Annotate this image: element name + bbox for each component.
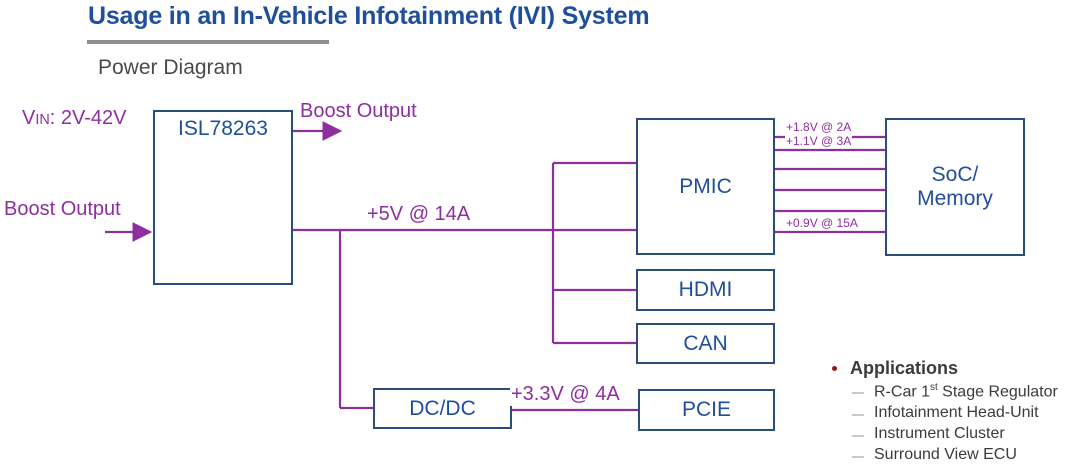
block-can[interactable]: CAN bbox=[636, 323, 775, 364]
label-boost-output-output: Boost Output bbox=[300, 100, 417, 122]
label-vin: VIN: 2V-42V bbox=[22, 107, 127, 129]
application-item-0-post: Stage Regulator bbox=[937, 383, 1058, 401]
label-rail-5v: +5V @ 14A bbox=[366, 203, 472, 226]
block-regulator-label: ISL78263 bbox=[178, 117, 268, 140]
label-rail-0v9: +0.9V @ 15A bbox=[785, 216, 859, 230]
application-item-1-label: Infotainment Head-Unit bbox=[874, 404, 1039, 422]
block-pmic[interactable]: PMIC bbox=[636, 118, 775, 255]
page-subtitle: Power Diagram bbox=[98, 56, 243, 79]
applications-list: Applications R-Car 1st Stage Regulator I… bbox=[828, 358, 1080, 464]
application-item-0-pre: R-Car 1 bbox=[874, 383, 931, 401]
block-dcdc[interactable]: DC/DC bbox=[373, 388, 512, 429]
label-rail-1v1: +1.1V @ 3A bbox=[785, 134, 853, 148]
application-item-0-sup: st bbox=[930, 382, 938, 393]
block-pcie-label: PCIE bbox=[681, 398, 731, 422]
label-boost-output-input: Boost Output bbox=[4, 198, 121, 220]
applications-heading: Applications bbox=[828, 358, 1080, 379]
block-soc-label-line2: Memory bbox=[917, 187, 993, 210]
dash-marker-icon bbox=[852, 414, 864, 417]
list-item: Infotainment Head-Unit bbox=[828, 404, 1080, 422]
block-regulator[interactable]: ISL78263 bbox=[153, 110, 293, 285]
applications-heading-label: Applications bbox=[850, 358, 959, 378]
dash-marker-icon bbox=[852, 435, 864, 438]
dash-marker-icon bbox=[852, 456, 864, 459]
list-item: Instrument Cluster bbox=[828, 425, 1080, 443]
bullet-dot-icon bbox=[832, 366, 837, 371]
page-title: Usage in an In-Vehicle Infotainment (IVI… bbox=[88, 2, 650, 30]
application-item-2-label: Instrument Cluster bbox=[874, 425, 1005, 443]
dash-marker-icon bbox=[852, 392, 864, 394]
block-hdmi[interactable]: HDMI bbox=[636, 269, 775, 311]
block-hdmi-label: HDMI bbox=[678, 278, 733, 302]
title-underline-rule bbox=[87, 40, 329, 44]
list-item: R-Car 1st Stage Regulator bbox=[828, 382, 1080, 401]
block-can-label: CAN bbox=[683, 331, 728, 355]
application-item-3-label: Surround View ECU bbox=[874, 446, 1017, 464]
list-item: Surround View ECU bbox=[828, 446, 1080, 464]
block-dcdc-label: DC/DC bbox=[409, 396, 476, 420]
block-pcie[interactable]: PCIE bbox=[638, 389, 775, 431]
block-pmic-label: PMIC bbox=[679, 174, 732, 198]
block-soc-label-line1: SoC/ bbox=[931, 163, 979, 187]
label-rail-3v3: +3.3V @ 4A bbox=[510, 383, 621, 406]
block-soc-memory[interactable]: SoC/ Memory bbox=[885, 118, 1025, 256]
label-rail-1v8: +1.8V @ 2A bbox=[785, 120, 853, 134]
label-vin-subscript: IN bbox=[35, 112, 50, 128]
